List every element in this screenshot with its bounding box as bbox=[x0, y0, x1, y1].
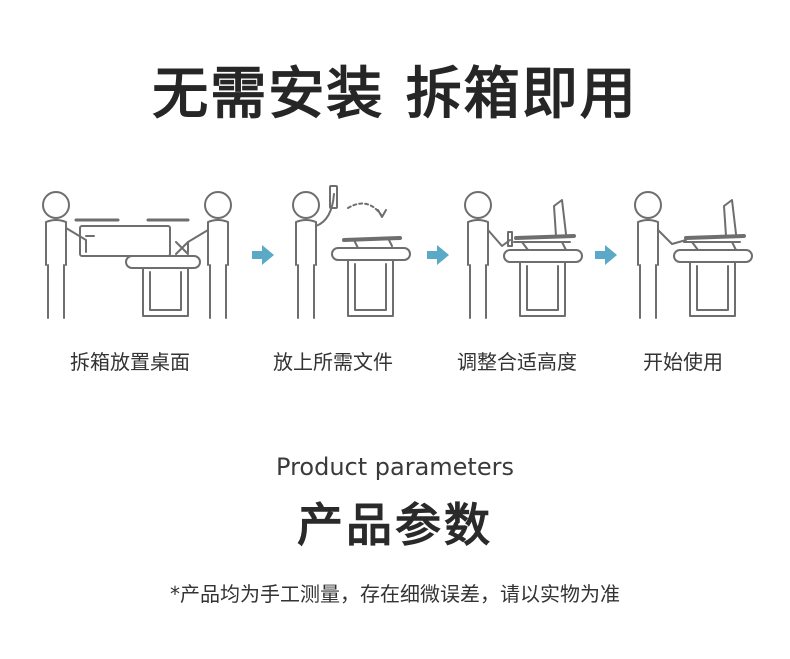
step-4-illustration bbox=[634, 191, 753, 319]
step-label: 放上所需文件 bbox=[273, 350, 393, 374]
arrow-right-icon bbox=[427, 245, 449, 265]
measurement-note: *产品均为手工测量，存在细微误差，请以实物为准 bbox=[170, 582, 620, 606]
step-1-illustration bbox=[42, 191, 232, 319]
step-3-illustration bbox=[464, 191, 583, 319]
step-label: 拆箱放置桌面 bbox=[70, 350, 190, 374]
step-2-illustration bbox=[292, 185, 411, 319]
section-subtitle-en: Product parameters bbox=[276, 453, 514, 481]
step-label: 调整合适高度 bbox=[457, 350, 577, 374]
arrow-right-icon bbox=[595, 245, 617, 265]
arrow-right-icon bbox=[252, 245, 274, 265]
headline: 无需安装 拆箱即用 bbox=[152, 62, 638, 127]
section-title: 产品参数 bbox=[297, 498, 493, 552]
step-label: 开始使用 bbox=[643, 350, 723, 374]
